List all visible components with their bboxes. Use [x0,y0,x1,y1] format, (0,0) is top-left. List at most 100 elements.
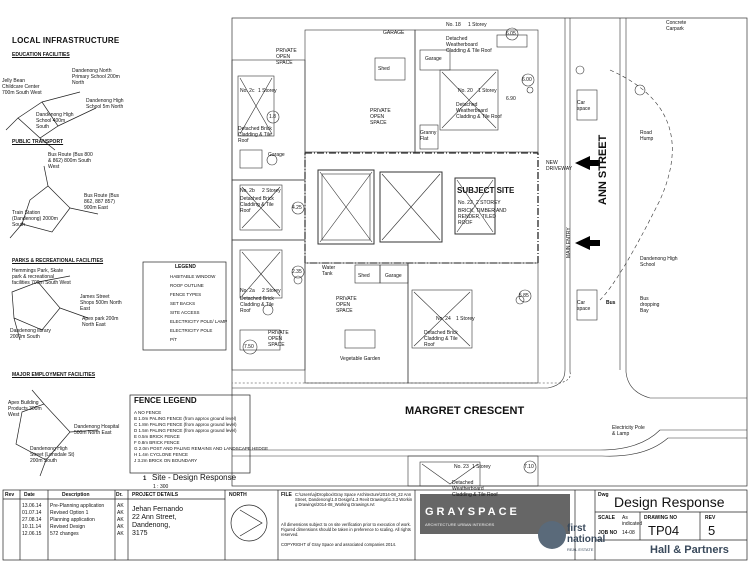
dhs-label: Dandenong High School [640,256,678,268]
dim-1: 6.05 [506,31,516,37]
project-line-1: Jehan Fernando [132,506,183,513]
dbb-label-3: Detached Brick Cladding & Tile Roof [240,296,274,314]
house-no2c-storey: 1 Storey [258,88,277,94]
fence-item-j: J 3.2m BRICK ON BOUNDARY [134,458,198,463]
bus-label: Bus [606,300,616,306]
rev-value: 5 [708,523,716,538]
rev-4-dr: AK [117,524,124,530]
transport-item-2: Bus Route (Bus 862, 887 857) 900m East [84,193,120,211]
parks-item-1: Hemmings Park, Skate park & recreational… [12,268,71,286]
fence-legend-title: FENCE LEGEND [134,396,197,405]
bus-bay-label: Bus dropping Bay [640,296,660,314]
legend-item-5: SITE ACCESS [170,310,200,315]
employment-item-1: Apex Building Products 300m West [8,400,42,418]
scale-value: As indicated [622,515,643,527]
elec-pole-label: Electricity Pole & Lamp [612,425,645,437]
partner-first: first [567,523,586,534]
ann-street-label: ANN STREET [597,134,609,205]
rev-3-date: 27.08.14 [22,517,42,523]
plan-circle-number: 1 [143,476,147,482]
shed-label-1: Shed [378,66,390,72]
legend-item-8: P/T [170,337,178,342]
dim-3: 1.8 [269,114,276,120]
water-tank-label: Water Tank [322,265,336,277]
partner-real-estate: REAL ESTATE [567,547,594,552]
dbb-label-4: Detached Brick Cladding & Tile Roof [424,330,458,348]
pos-label-4: PRIVATE OPEN SPACE [268,330,289,348]
transport-item-1: Bus Route (Bus 800 & 862) 800m South Wes… [48,152,93,170]
shed-label-2: Shed [358,273,370,279]
dbb-label-2: Detached Brick Cladding & Tile Roof [240,196,274,214]
dim-8: 7.10 [524,464,534,470]
pos-label-3: PRIVATE OPEN SPACE [336,296,357,314]
legend-item-3: FENCE TYPES [170,292,202,297]
margret-crescent-label: MARGRET CRESCENT [405,405,525,417]
drawing-no: TP04 [648,523,680,538]
file-path: C:\Users\aj\Dropbox\Gray Space Architect… [295,492,413,507]
rev-4-desc: Revised Design [50,524,86,530]
rev-2-dr: AK [117,510,124,516]
granny-flat-label: Granny Flat [420,130,437,142]
plan-scale: 1 : 300 [153,484,169,490]
parks-item-2: James Street Shops 500m North East [80,294,122,312]
employment-item-3: Dandenong High Street (Lonsdale St) 200m… [30,446,75,464]
firm-subtitle: ARCHITECTURE URBAN INTERIORS [425,522,495,527]
house-no24-storey: 1 Storey [456,316,475,322]
road-hump-label: Road Hump [640,130,654,142]
subject-site-desc: BRICK, TIMBER AND RENDER, TILED ROOF [458,208,507,226]
parks-item-3: Apex park 200m North East [82,316,119,328]
subject-site-storey: 2 STOREY [476,200,501,206]
fence-item-a: A NO FENCE [134,410,162,415]
legend-item-4: SET BACKS [170,301,196,306]
dim-2: 6.00 [522,77,532,83]
house-no2a-storey: 2 Storey [262,288,281,294]
pos-label-2: PRIVATE OPEN SPACE [370,108,391,126]
garage-label-2: Garage [425,56,442,62]
partner-hall: Hall & Partners [650,544,729,556]
rev-header-date: Date [24,492,35,498]
dbw-label-1: Detached Weatherboard Cladding & Tile Ro… [446,36,492,54]
rev-1-desc: Pre-Planning application [50,503,105,509]
fence-item-e: E 0.5m BRICK FENCE [134,434,180,439]
note-2: COPYRIGHT of Gray Space and associated c… [281,542,397,547]
house-no2b-storey: 2 Storey [262,188,281,194]
legend-item-7: ELECTRICITY POLE [170,328,213,333]
house-no23: No. 23 [454,464,469,470]
house-no18: No. 18 [446,22,461,28]
education-heading: EDUCATION FACILITIES [12,52,70,58]
dim-7: 5.85 [519,293,529,299]
house-no20: No. 20 [458,88,473,94]
pos-label-1: PRIVATE OPEN SPACE [276,48,297,66]
fence-item-h: H 1.4m CYCLONE FENCE [134,452,189,457]
dbw-label-2: Detached Weatherboard Cladding & Tile Ro… [456,102,502,120]
employment-item-2: Dandenong Hospital 500m North East [74,424,120,436]
car-space-1: Car space [577,100,591,112]
rev-3-desc: Planning application [50,517,95,523]
legend-title: LEGEND [175,264,196,270]
dim-9: 6.90 [506,96,516,102]
plan-number: Site - Design Response [152,473,237,482]
rev-header-dr: Dr. [116,492,123,498]
project-heading: PROJECT DETAILS [132,492,179,498]
rev-1-date: 13.06.14 [22,503,42,509]
legend-item-2: ROOF OUTLINE [170,283,204,288]
parks-item-4: Dandenong library 2000m South [10,328,51,340]
rev-header-desc: Description [62,492,90,498]
house-no2a: No. 2a [240,288,255,294]
rev-2-desc: Revised Option 1 [50,510,89,516]
scale-label: SCALE [598,515,615,521]
garage-label-1: GARAGE [383,30,405,36]
infrastructure-title: LOCAL INFRASTRUCTURE [12,36,120,45]
garage-label-3: Garage [268,152,285,158]
education-item-2: Dandenong North Primary School 200m Nort… [72,68,120,86]
project-line-3: Dandenong, [132,522,171,529]
dim-4: 4.25 [292,205,302,211]
dim-5: 2.35 [292,269,302,275]
education-item-3: Dandenong High School 5m North [86,98,124,110]
rev-5-date: 12.06.15 [22,531,42,537]
legend-item-6: ELECTRICITY POLE/ LAMP [170,319,228,324]
house-no20-storey: 1 Storey [478,88,497,94]
dwg-title: Design Response [614,494,725,510]
project-line-2: 22 Ann Street, [132,514,177,521]
